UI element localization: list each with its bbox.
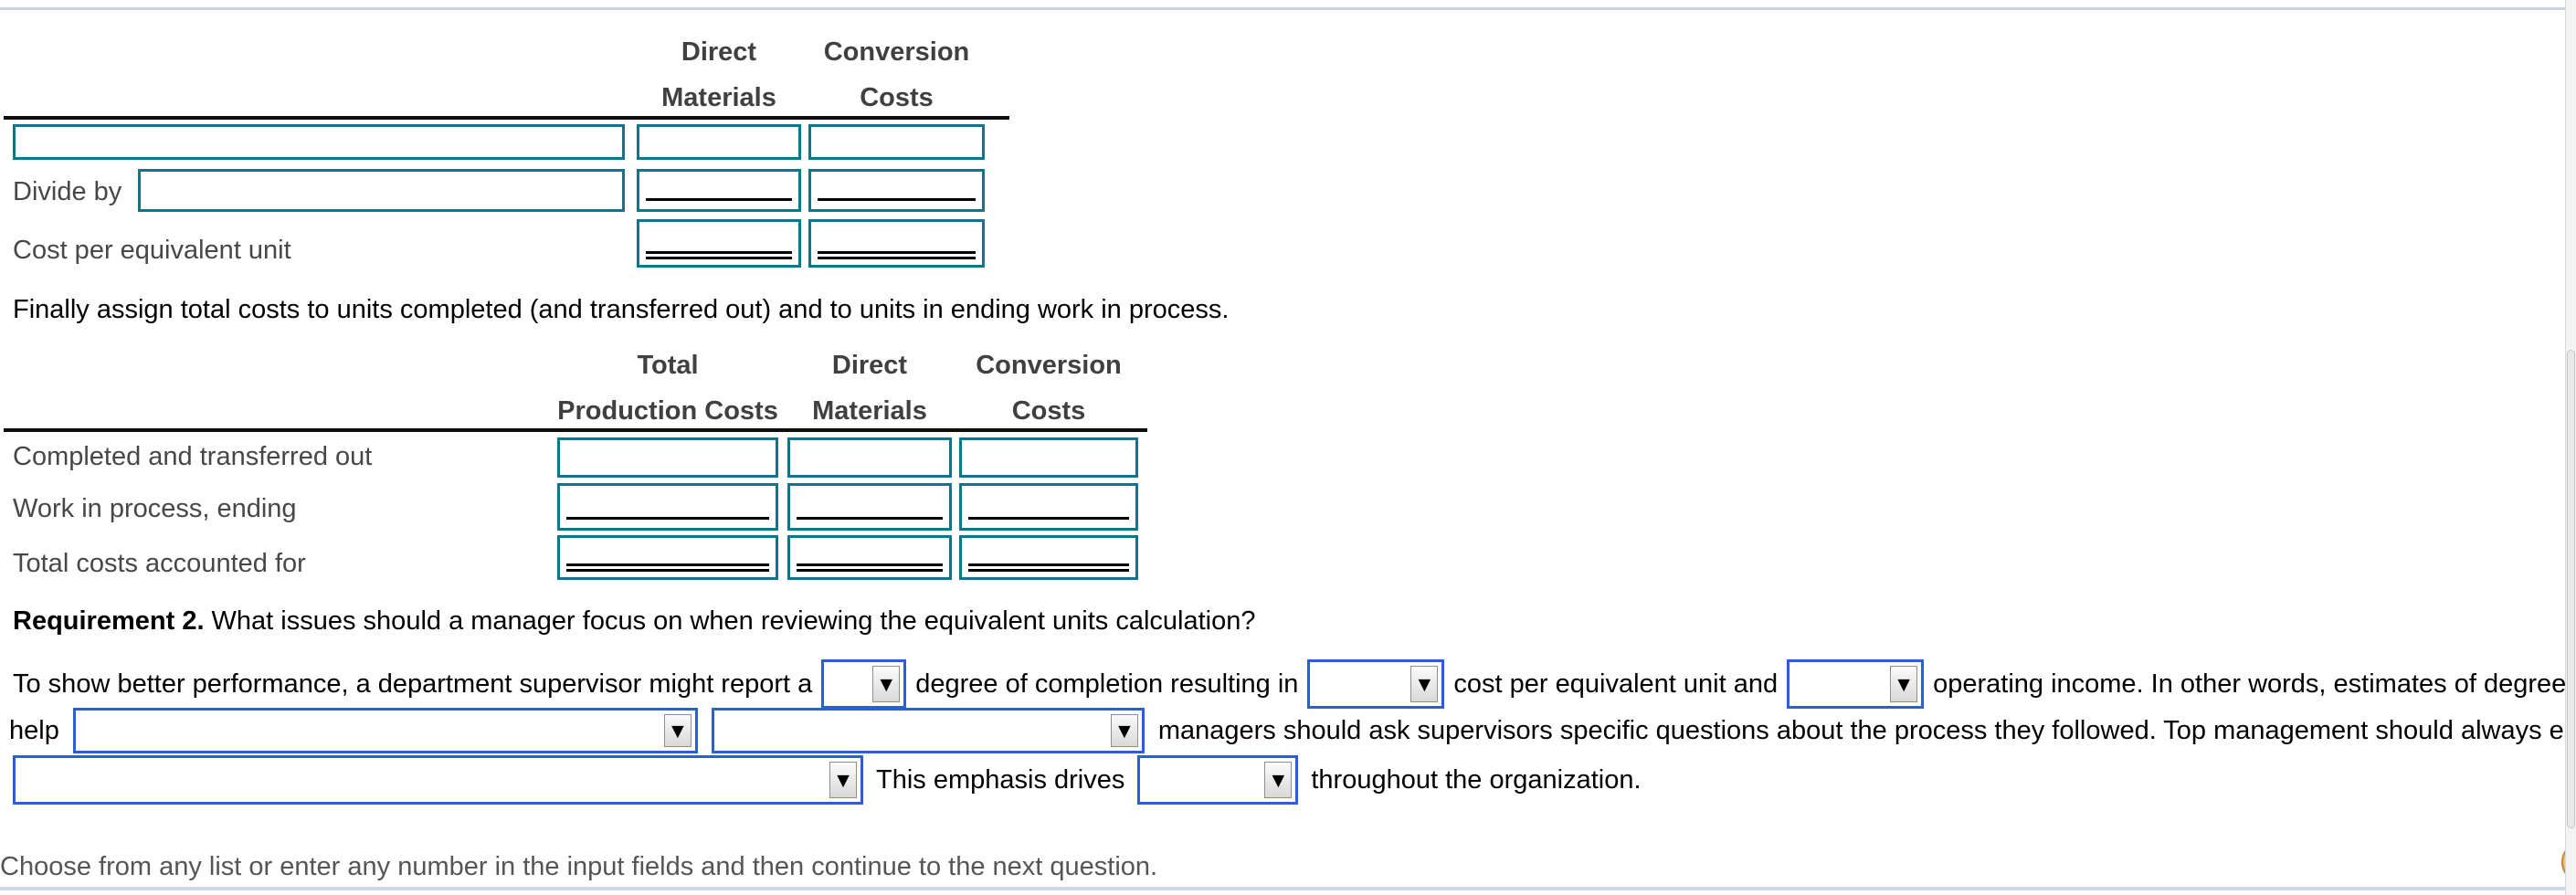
equiv-row1-conversion-costs-input[interactable]: [808, 124, 985, 160]
wip-ending-direct-materials-input[interactable]: [787, 483, 952, 531]
assign-table-header-materials: Materials: [812, 396, 927, 426]
scrollbar-thumb[interactable]: [2567, 350, 2575, 828]
wip-ending-total-input[interactable]: [557, 483, 778, 531]
equiv-table-header-direct: Direct: [681, 37, 757, 67]
help-select-1[interactable]: ▼: [72, 708, 698, 753]
subtotal-rule: [818, 198, 976, 201]
fill-in-line-2: help ▼ ▼ managers should ask supervisors…: [9, 707, 2576, 754]
divide-by-conversion-costs-input[interactable]: [808, 169, 985, 212]
dropdown-arrow-icon[interactable]: ▼: [1890, 666, 1918, 702]
bottom-divider: [0, 887, 2565, 890]
equiv-table-header-costs: Costs: [860, 83, 934, 112]
total-accounted-direct-materials-input[interactable]: [787, 535, 952, 580]
divide-by-description-input[interactable]: [138, 169, 625, 212]
total-rule: [818, 251, 976, 259]
requirement2-question: What issues should a manager focus on wh…: [204, 606, 1256, 636]
equiv-table-header-conversion: Conversion: [823, 37, 970, 67]
subtotal-rule: [646, 198, 792, 201]
subtotal-rule: [566, 517, 769, 520]
completed-direct-materials-input[interactable]: [787, 437, 952, 478]
subtotal-rule: [797, 517, 943, 520]
divide-by-label: Divide by: [13, 177, 122, 206]
wip-ending-label: Work in process, ending: [13, 494, 297, 523]
completed-conversion-costs-input[interactable]: [959, 437, 1138, 478]
total-rule: [797, 563, 943, 572]
total-accounted-total-input[interactable]: [557, 535, 778, 580]
total-rule: [968, 563, 1129, 572]
emphasize-select[interactable]: ▼: [13, 755, 863, 805]
operating-income-select[interactable]: ▼: [1787, 659, 1925, 709]
line3-text-1: This emphasis drives: [876, 764, 1125, 795]
total-rule: [646, 251, 792, 259]
total-accounted-conversion-costs-input[interactable]: [959, 535, 1138, 580]
assign-table-header-production-costs: Production Costs: [557, 396, 778, 426]
line3-text-2: throughout the organization.: [1311, 764, 1642, 795]
drives-select[interactable]: ▼: [1137, 755, 1299, 805]
cost-per-unit-conversion-costs-input[interactable]: [808, 219, 985, 268]
assign-table-header-conversion: Conversion: [976, 351, 1122, 380]
line1-text-2: degree of completion resulting in: [915, 669, 1299, 699]
vertical-scrollbar[interactable]: [2565, 0, 2576, 895]
fill-in-line-3: ▼ This emphasis drives ▼ throughout the …: [13, 753, 1642, 806]
wip-ending-conversion-costs-input[interactable]: [959, 483, 1138, 531]
equiv-row1-direct-materials-input[interactable]: [637, 124, 801, 160]
line2-text-2: managers should ask supervisors specific…: [1157, 715, 2576, 745]
completed-total-input[interactable]: [557, 437, 778, 478]
cost-per-equivalent-unit-label: Cost per equivalent unit: [13, 236, 291, 265]
line2-text-1: help: [9, 715, 59, 745]
dropdown-arrow-icon[interactable]: ▼: [1410, 666, 1439, 702]
line1-text-3: cost per equivalent unit and: [1453, 669, 1779, 699]
assign-table-header-direct: Direct: [831, 351, 908, 380]
assign-table-header-total: Total: [637, 351, 699, 380]
degree-select[interactable]: ▼: [821, 659, 907, 709]
help-select-2[interactable]: ▼: [711, 708, 1145, 753]
fill-in-line-1: To show better performance, a department…: [13, 658, 2576, 711]
top-divider: [0, 7, 2565, 10]
equiv-table-header-materials: Materials: [661, 83, 776, 112]
dropdown-arrow-icon[interactable]: ▼: [1110, 714, 1138, 747]
total-accounted-label: Total costs accounted for: [13, 549, 306, 578]
line1-text-1: To show better performance, a department…: [13, 669, 813, 699]
cost-per-unit-select[interactable]: ▼: [1307, 659, 1445, 709]
divide-by-direct-materials-input[interactable]: [637, 169, 801, 212]
equiv-table-header-rule: [4, 116, 1009, 120]
dropdown-arrow-icon[interactable]: ▼: [829, 762, 857, 798]
assign-table-header-costs: Costs: [1011, 396, 1086, 426]
completed-transferred-out-label: Completed and transferred out: [13, 442, 373, 471]
cost-per-unit-direct-materials-input[interactable]: [637, 219, 801, 268]
dropdown-arrow-icon[interactable]: ▼: [872, 666, 901, 702]
equiv-row1-description-input[interactable]: [13, 124, 625, 160]
subtotal-rule: [968, 517, 1129, 520]
dropdown-arrow-icon[interactable]: ▼: [663, 714, 692, 747]
assign-costs-intro: Finally assign total costs to units comp…: [13, 295, 1230, 324]
requirement2-title: Requirement 2.: [13, 606, 205, 636]
line1-text-4: operating income. In other words, estima…: [1933, 669, 2576, 699]
requirement2-heading: Requirement 2. What issues should a mana…: [13, 605, 1256, 637]
footer-helper-text: Choose from any list or enter any number…: [0, 852, 1158, 881]
total-rule: [566, 563, 769, 572]
assign-table-header-rule: [4, 428, 1147, 432]
dropdown-arrow-icon[interactable]: ▼: [1264, 762, 1293, 798]
